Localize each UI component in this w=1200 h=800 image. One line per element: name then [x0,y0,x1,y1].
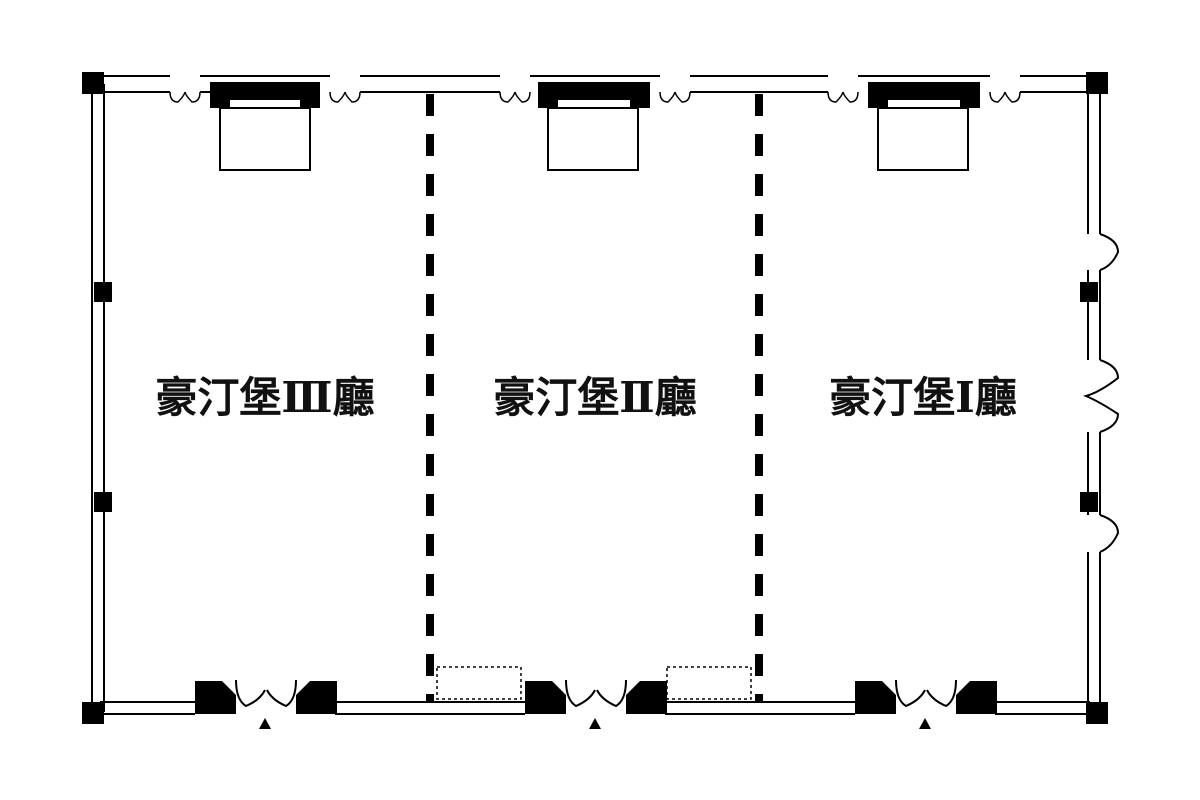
triangle-up-icon [259,718,271,729]
storage-box [436,666,522,700]
hall-label-3: 豪汀堡Ⅲ廳 [155,373,374,422]
service-door[interactable] [169,91,201,103]
square-column-icon [1080,492,1098,512]
triangle-up-icon [919,718,931,729]
square-column-icon [1086,702,1108,724]
square-column-icon [1080,282,1098,302]
top-service-doors [169,91,1021,103]
alcove-hall-1 [868,82,980,171]
service-door[interactable] [329,91,361,103]
side-door[interactable] [1083,359,1120,433]
service-door[interactable] [827,91,859,103]
right-wall [1087,84,1101,712]
square-column-icon [1086,72,1108,94]
square-column-icon [82,72,104,94]
alcove-hall-3 [210,82,320,171]
square-column-icon [94,282,112,302]
top-alcoves [210,82,980,171]
service-door[interactable] [989,91,1021,103]
triangle-up-icon [589,718,601,729]
square-column-icon [82,702,104,724]
columns [82,72,1108,724]
alcove-hall-2 [538,82,650,171]
hall-labels: 豪汀堡Ⅲ廳 豪汀堡Ⅱ廳 豪汀堡Ⅰ廳 [155,373,1016,422]
entrance-hall-3[interactable] [195,679,337,729]
top-wall [100,75,1090,93]
entrance-hall-1[interactable] [855,679,997,729]
partitions [426,94,763,702]
service-door[interactable] [659,91,691,103]
service-door[interactable] [499,91,531,103]
square-column-icon [94,492,112,512]
hall-label-1: 豪汀堡Ⅰ廳 [829,373,1017,422]
hall-label-2: 豪汀堡Ⅱ廳 [493,373,696,422]
side-door[interactable] [1099,233,1120,271]
right-side-doors [1083,233,1120,553]
entrance-hall-2[interactable] [525,679,667,729]
main-entrances [195,679,997,729]
left-wall [91,84,105,712]
side-door[interactable] [1099,514,1120,553]
